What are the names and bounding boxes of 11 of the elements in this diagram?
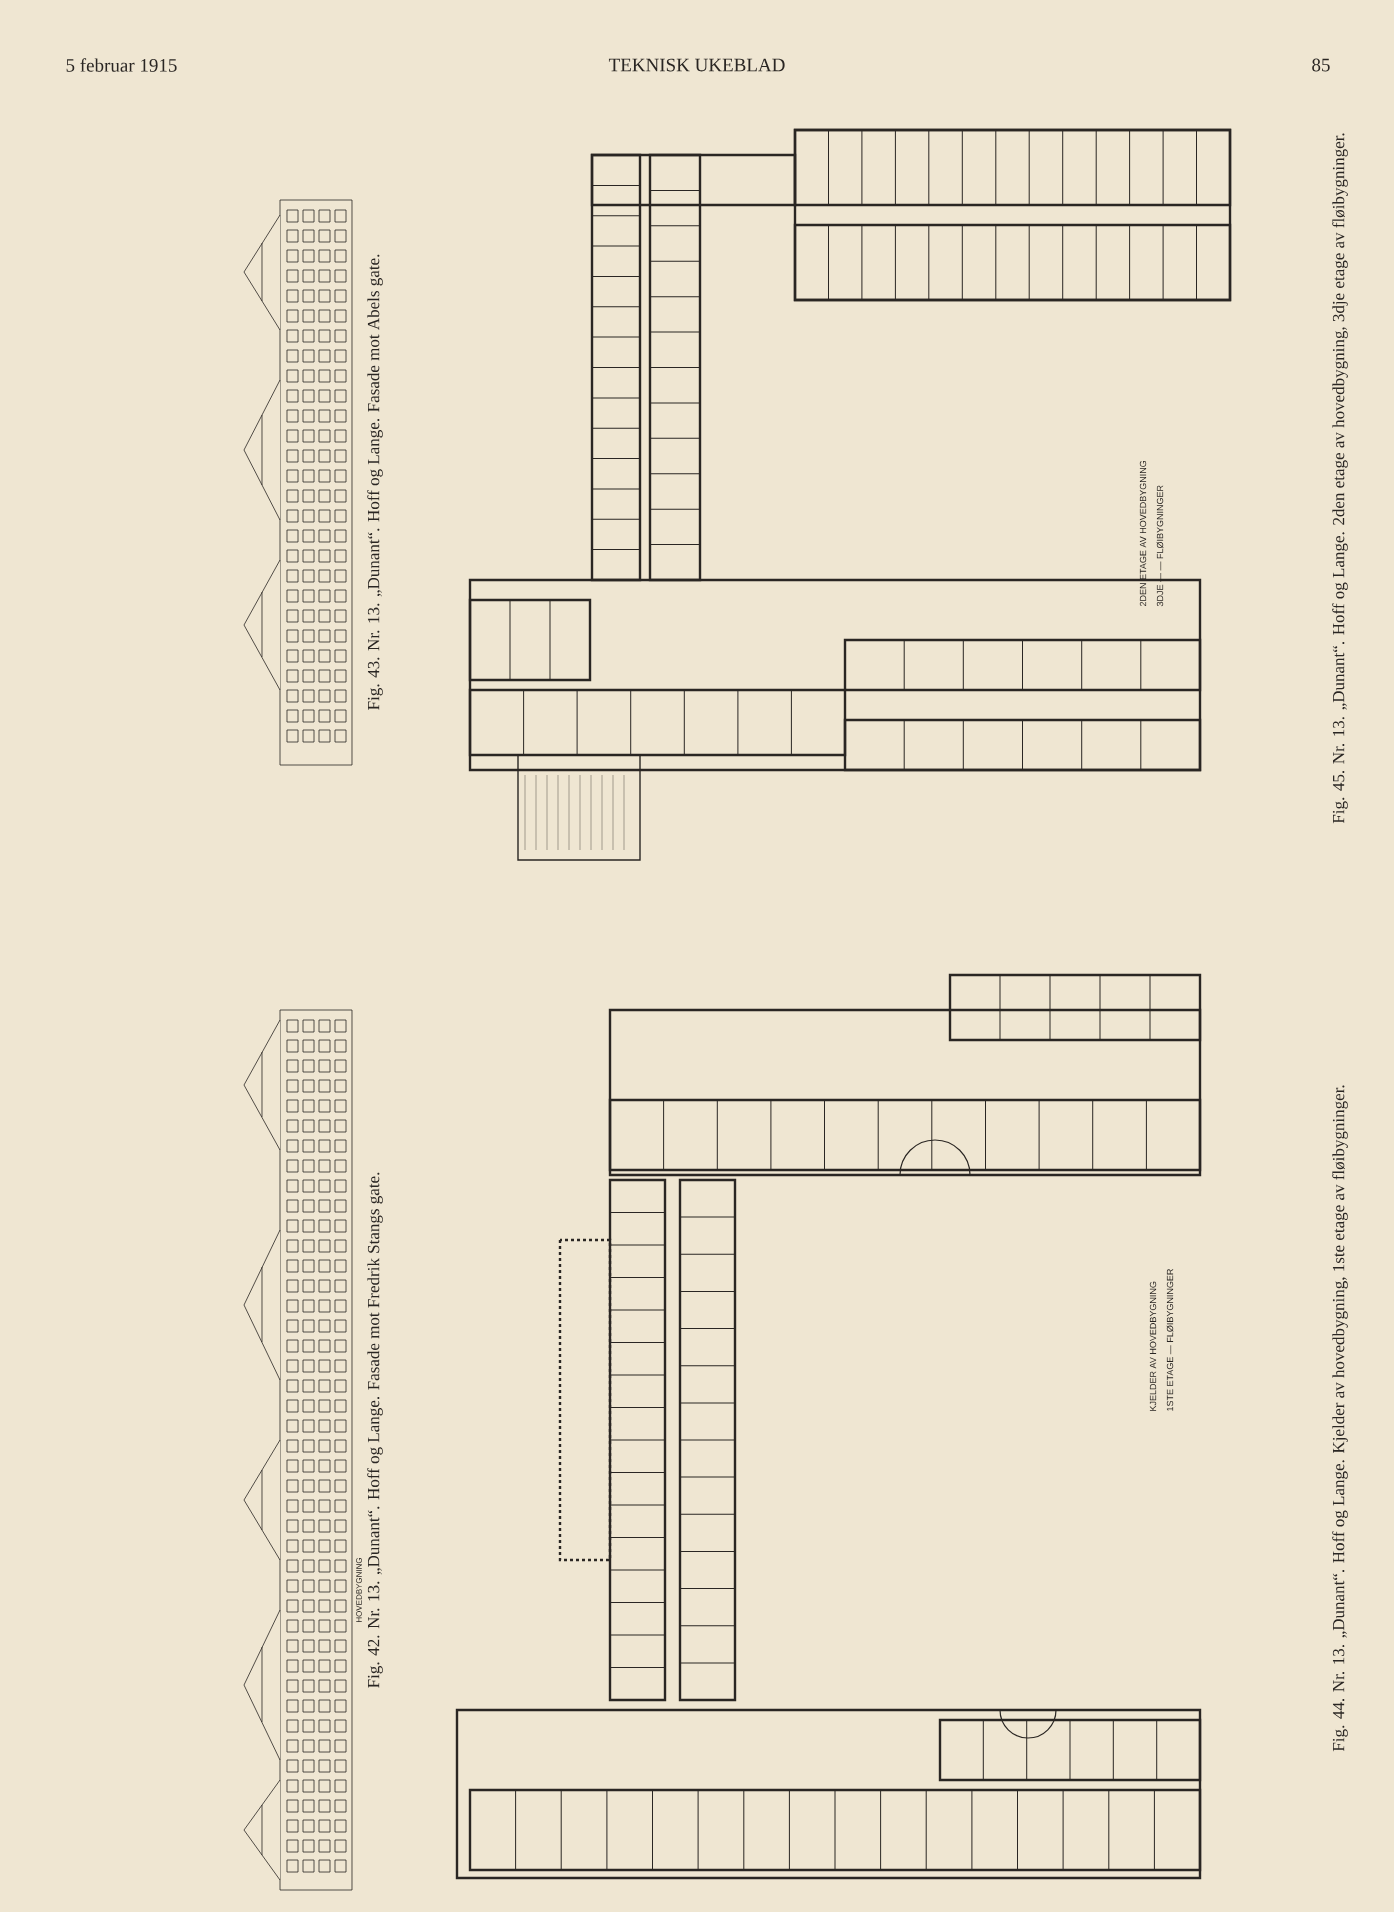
plan-title: 2DEN ETAGE AV HOVEDBYGNING	[1139, 460, 1147, 606]
figure-caption: Fig. 44. Nr. 13. „Dunant“. Hoff og Lange. Kjelder av hovedbygning, 1ste etage av fløibygninger.	[1332, 1085, 1348, 1752]
page-header: TEKNISK UKEBLAD	[608, 58, 785, 72]
plan-title: KJELDER AV HOVEDBYGNING	[1149, 1281, 1157, 1411]
figure-caption: Fig. 45. Nr. 13. „Dunant“. Hoff og Lange. 2den etage av hovedbygning, 3dje etage av fløibygninger.	[1332, 133, 1348, 824]
page-date: 5 februar 1915	[66, 58, 177, 72]
figure-caption: Fig. 42. Nr. 13. „Dunant“. Hoff og Lange. Fasade mot Fredrik Stangs gate.	[367, 1172, 383, 1688]
figure-caption: Fig. 43. Nr. 13. „Dunant“. Hoff og Lange. Fasade mot Abels gate.	[367, 254, 383, 710]
page-number: 85	[1312, 58, 1330, 72]
drawing-label: HOVEDBYGNING	[356, 1557, 362, 1623]
plan-title: 1STE ETAGE — FLØIBYGNINGER	[1166, 1269, 1174, 1411]
